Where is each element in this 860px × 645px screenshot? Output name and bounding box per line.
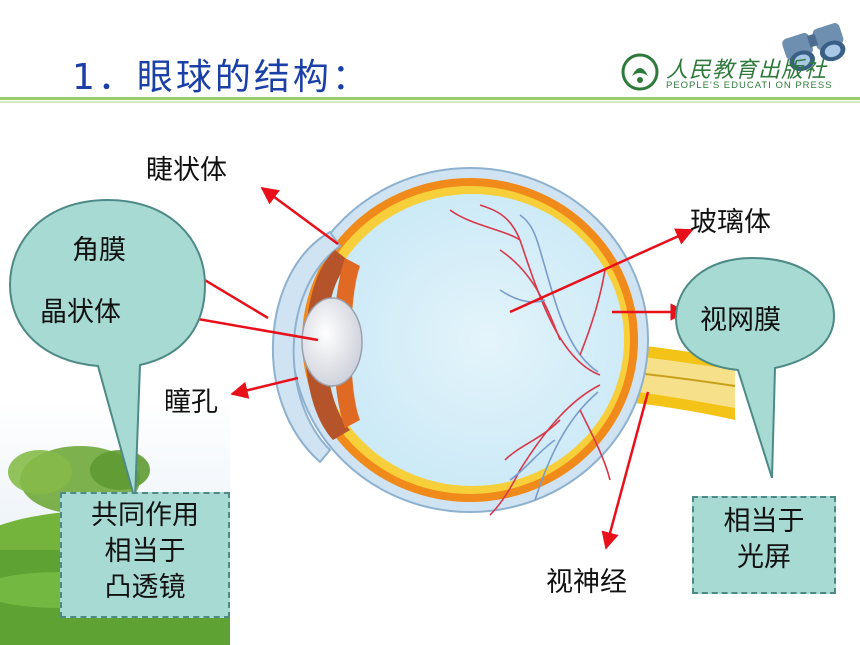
note-line: 相当于 (723, 506, 805, 537)
header-divider-light (0, 101, 860, 103)
logo-name: 人民教育出版社 (666, 58, 828, 83)
label-retina: 视网膜 (700, 305, 781, 336)
note-line: 凸透镜 (104, 572, 186, 603)
page-title: 1．眼球的结构： (72, 57, 371, 98)
label-pupil: 瞳孔 (164, 387, 218, 418)
pep-logo-icon (621, 53, 659, 91)
label-lens: 晶状体 (40, 297, 121, 328)
note-line: 相当于 (104, 536, 186, 567)
label-ciliary-body: 睫状体 (146, 155, 227, 186)
note-box-screen: 相当于 光屏 (692, 496, 836, 594)
vitreous-shape (320, 194, 624, 486)
cornea-shape (271, 230, 342, 464)
lens-shape (301, 297, 363, 387)
note-line: 光屏 (737, 542, 791, 573)
logo-subtitle: PEOPLE'S EDUCATI ON PRESS (666, 80, 833, 91)
arrow-pupil (230, 376, 299, 399)
note-box-convex-lens: 共同作用 相当于 凸透镜 (60, 492, 230, 618)
header-divider (0, 97, 860, 100)
iris-shape (305, 250, 350, 440)
label-cornea: 角膜 (72, 235, 126, 266)
arrow-ciliary (260, 186, 339, 246)
arrow-vitreous (509, 228, 694, 314)
label-optic-nerve: 视神经 (546, 567, 627, 598)
retinal-vessels (449, 204, 611, 516)
arrow-optic-nerve (601, 391, 650, 550)
label-vitreous: 玻璃体 (690, 207, 771, 238)
binoculars-icon (782, 23, 846, 72)
note-line: 共同作用 (91, 500, 199, 531)
